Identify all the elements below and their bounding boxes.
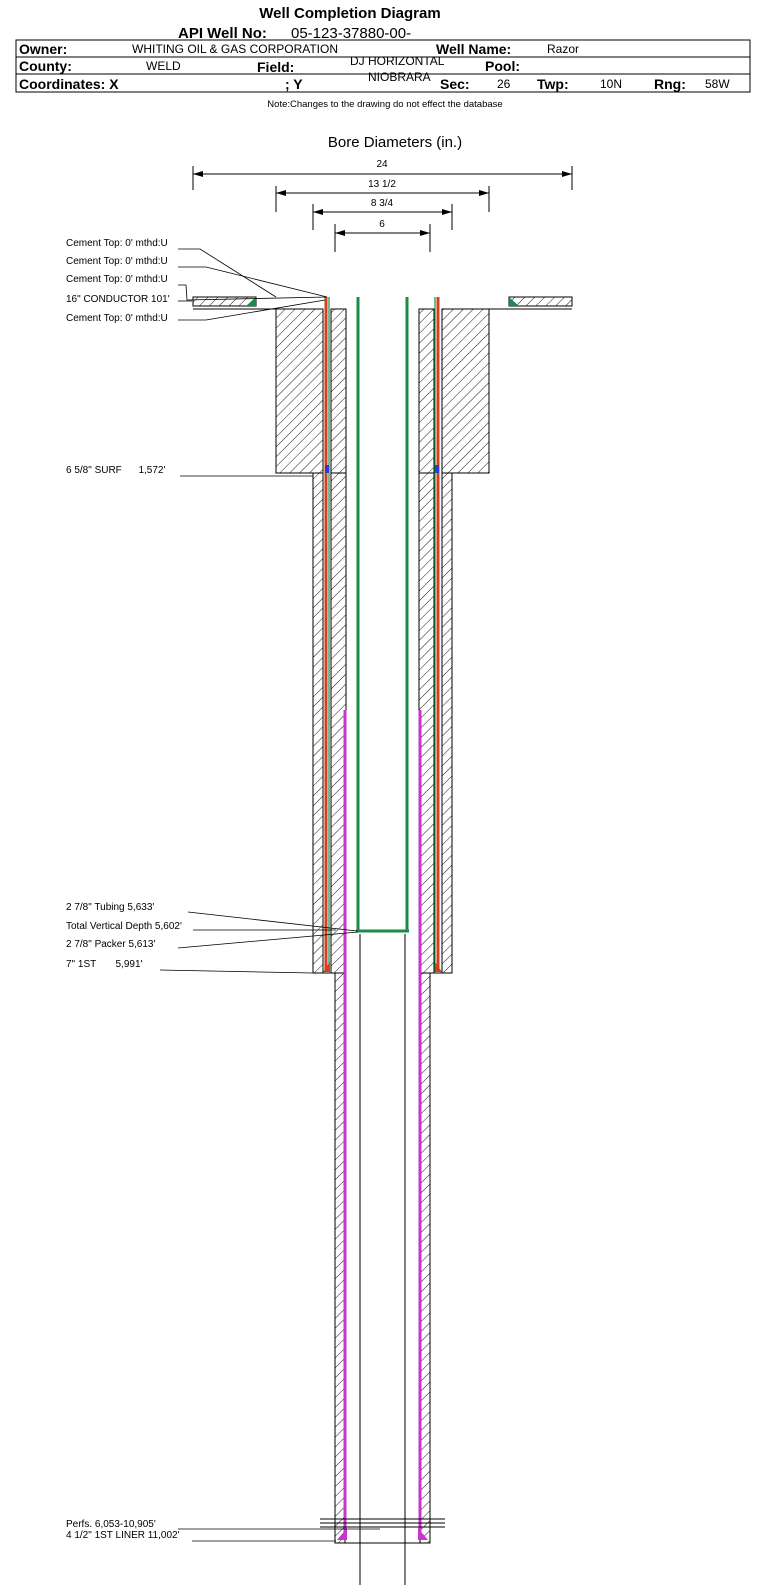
label-cement-2: Cement Top: 0' mthd:U [66,256,168,267]
header: Well Completion Diagram API Well No: 05-… [15,5,751,110]
coordinates-label: Coordinates: X [19,76,119,92]
label-cement-1: Cement Top: 0' mthd:U [66,238,168,249]
perforations [320,1518,445,1528]
intermediate-hole-cement [276,472,489,974]
dim-8-label: 8 3/4 [371,198,394,209]
twp-value: 10N [600,77,622,91]
liner-4-5in [337,710,428,1540]
sec-value: 26 [497,77,511,91]
header-table [15,39,751,93]
dim-24-label: 24 [376,159,388,170]
dim-6-label: 6 [379,219,385,230]
field-label: Field: [257,59,294,75]
label-surf: 6 5/8" SURF 1,572' [66,465,165,476]
twp-label: Twp: [537,76,569,92]
tubing [356,297,409,1585]
surface-hole-cement [275,308,490,474]
owner-label: Owner: [19,41,67,57]
label-packer: 2 7/8" Packer 5,613' [66,939,155,950]
well-name-label: Well Name: [436,41,511,57]
bore-diameters-title: Bore Diameters (in.) [328,134,462,151]
label-conductor: 16" CONDUCTOR 101' [66,294,170,305]
rng-label: Rng: [654,76,686,92]
callout-labels: Cement Top: 0' mthd:U Cement Top: 0' mth… [66,238,182,1541]
casing-7in [323,297,442,972]
note: Note:Changes to the drawing do not effec… [267,99,502,110]
label-perfs: Perfs. 6,053-10,905' [66,1519,156,1530]
production-hole [313,972,452,1544]
well-name-value: Razor [547,42,579,56]
coordinates-y: ; Y [285,76,303,92]
api-label: API Well No: [178,25,267,42]
sec-label: Sec: [440,76,470,92]
conductor-cement [192,296,573,310]
county-label: County: [19,58,72,74]
label-first: 7" 1ST 5,991' [66,959,143,970]
county-value: WELD [146,59,181,73]
callouts [159,248,380,1542]
field-value-1: DJ HORIZONTAL [350,54,445,68]
api-value: 05-123-37880-00- [291,25,411,42]
label-tubing: 2 7/8" Tubing 5,633' [66,902,154,913]
pool-label: Pool: [485,58,520,74]
label-liner: 4 1/2" 1ST LINER 11,002' [66,1530,180,1541]
field-value-2: NIOBRARA [368,70,431,84]
owner-value: WHITING OIL & GAS CORPORATION [132,42,338,56]
label-cement-3: Cement Top: 0' mthd:U [66,274,168,285]
rng-value: 58W [705,77,730,91]
diagram-title: Well Completion Diagram [259,5,440,22]
label-cement-4: Cement Top: 0' mthd:U [66,313,168,324]
dim-13-label: 13 1/2 [368,179,396,190]
bore-diameters: Bore Diameters (in.) 24 13 1/2 8 3/4 6 [192,134,573,252]
label-tvd: Total Vertical Depth 5,602' [66,921,182,932]
